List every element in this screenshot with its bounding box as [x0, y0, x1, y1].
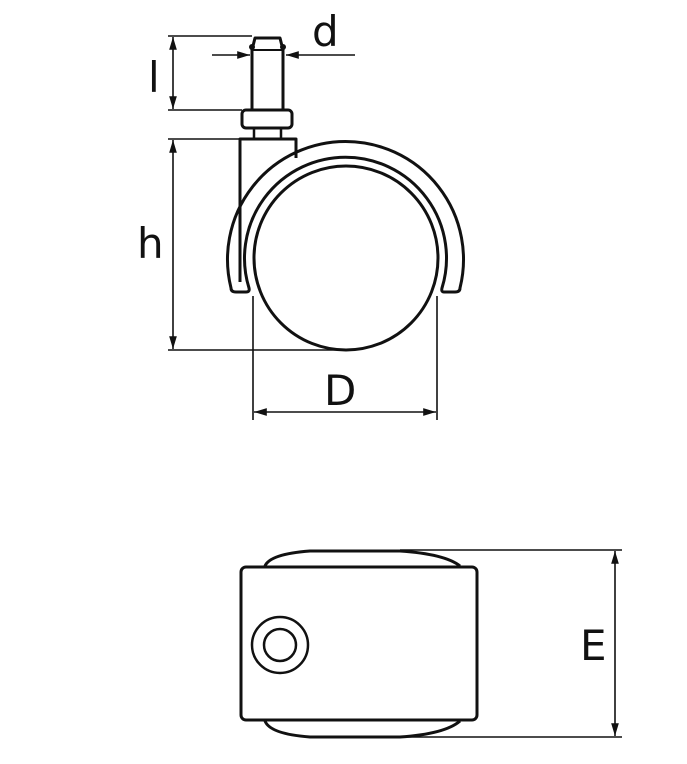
bracket-body: [239, 565, 479, 722]
label-E: E: [580, 621, 607, 670]
label-D: D: [324, 366, 356, 415]
wheel: [252, 164, 440, 352]
wheel-bottom-bulge: [263, 719, 461, 739]
swivel-bracket: [238, 137, 298, 282]
label-h: h: [137, 219, 164, 268]
side-view: [226, 36, 465, 352]
stem: [249, 36, 286, 110]
label-l: l: [148, 53, 160, 102]
bottom-view: [239, 549, 479, 739]
wheel-top-bulge: [263, 549, 461, 568]
stem-ring-inner: [262, 627, 298, 663]
stem-ring-outer: [250, 615, 310, 675]
wheel-hood: [226, 139, 465, 294]
bottom-dimensions: [400, 549, 622, 738]
label-d: d: [312, 7, 339, 56]
stem-collar: [240, 108, 294, 130]
side-dimensions: [168, 35, 438, 420]
